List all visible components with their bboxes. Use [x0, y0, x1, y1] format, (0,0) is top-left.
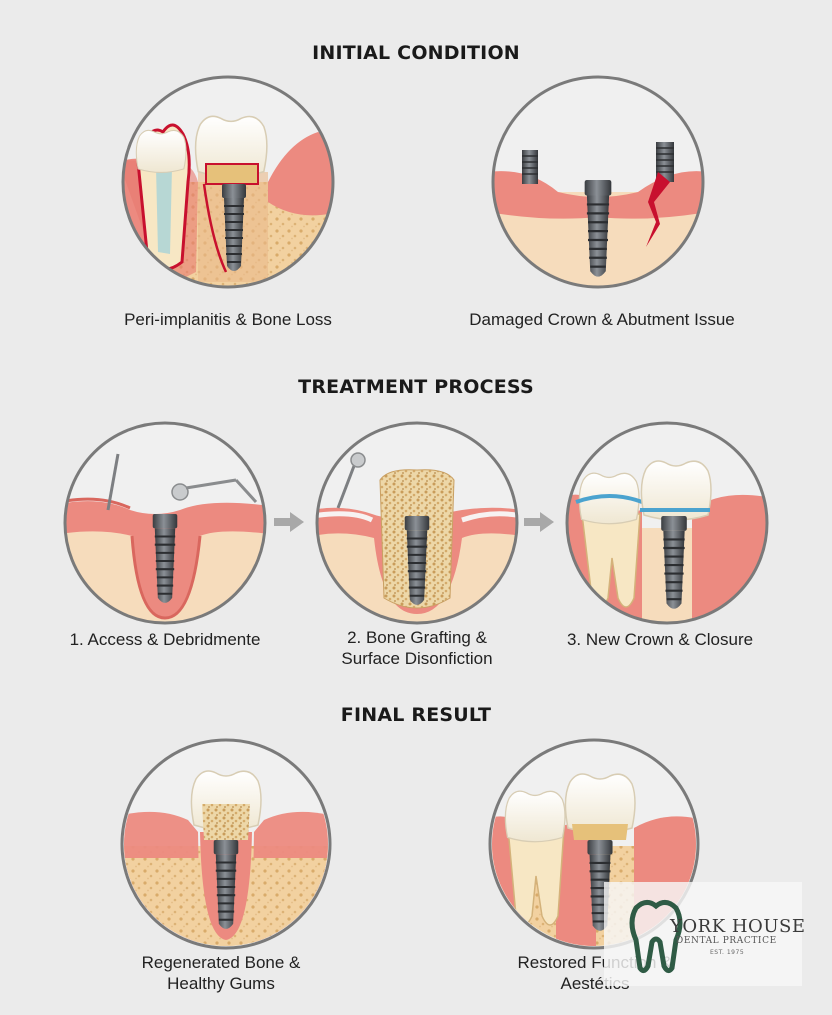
- caption-peri-implantitis: Peri-implanitis & Bone Loss: [88, 309, 368, 330]
- regenerated-bone-illustration: [120, 738, 332, 950]
- panel-bone-grafting: [312, 418, 522, 628]
- restored-function-illustration: [488, 738, 700, 950]
- panel-peri-implantitis: [118, 72, 338, 292]
- tooth-logo-icon: [629, 900, 683, 974]
- caption-new-crown: 3. New Crown & Closure: [540, 629, 780, 650]
- panel-restored-function: [486, 736, 702, 952]
- damaged-crown-illustration: [491, 75, 705, 289]
- arrow-icon: [524, 512, 554, 532]
- caption-regenerated-bone-line-2: Healthy Gums: [167, 974, 275, 993]
- arrow-icon: [274, 512, 304, 532]
- caption-access-debridement: 1. Access & Debridmente: [40, 629, 290, 650]
- caption-damaged-crown-line-1: Damaged Crown & Abutment Issue: [469, 310, 735, 329]
- peri-implantitis-illustration: [121, 75, 335, 289]
- practice-logo: YORK HOUSE DENTAL PRACTICE EST. 1975: [604, 882, 806, 986]
- caption-new-crown-line-1: 3. New Crown & Closure: [566, 630, 754, 649]
- new-crown-illustration: [565, 421, 769, 625]
- section-heading-treatment: TREATMENT PROCESS: [298, 376, 534, 398]
- bone-grafting-illustration: [315, 421, 519, 625]
- caption-regenerated-bone-line-1: Regenerated Bone &: [141, 953, 301, 972]
- logo-name: YORK HOUSE: [670, 916, 806, 937]
- caption-damaged-crown: Damaged Crown & Abutment Issue: [452, 309, 752, 330]
- caption-bone-grafting: 2. Bone Grafting & Surface Disonfiction: [292, 627, 542, 669]
- logo-established: EST. 1975: [710, 949, 745, 956]
- caption-access-debridement-line-1: 1. Access & Debridmente: [69, 630, 261, 649]
- panel-regenerated-bone: [118, 736, 334, 952]
- panel-damaged-crown: [488, 72, 708, 292]
- caption-bone-grafting-line-1: 2. Bone Grafting &: [347, 628, 487, 647]
- section-heading-initial: INITIAL CONDITION: [312, 42, 520, 64]
- access-debridement-illustration: [63, 421, 267, 625]
- caption-peri-implantitis-line-1: Peri-implanitis & Bone Loss: [124, 310, 332, 329]
- logo-subtitle: DENTAL PRACTICE: [676, 936, 777, 946]
- caption-bone-grafting-line-2: Surface Disonfiction: [341, 649, 493, 668]
- panel-new-crown: [562, 418, 772, 628]
- section-heading-final: FINAL RESULT: [340, 704, 492, 726]
- panel-access-debridement: [60, 418, 270, 628]
- caption-regenerated-bone: Regenerated Bone & Healthy Gums: [96, 952, 346, 994]
